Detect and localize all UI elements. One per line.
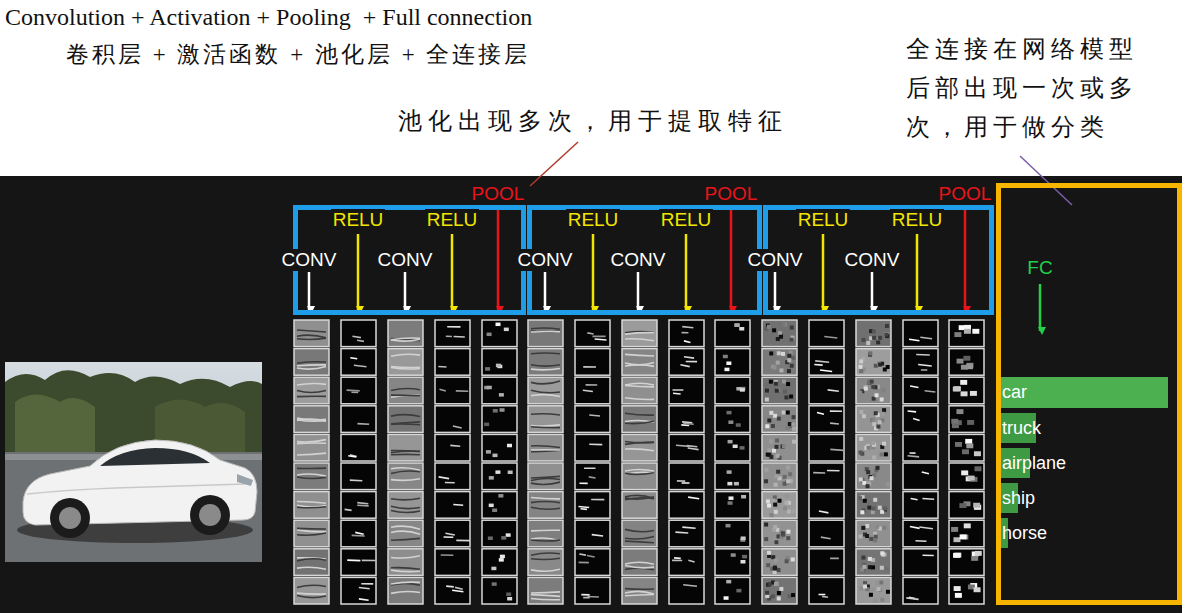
conv-relu-block: CONVRELUCONVRELU: [763, 205, 994, 315]
layer-label: CONV: [376, 249, 435, 271]
pool-label: POOL: [703, 183, 760, 205]
pool-label: POOL: [470, 183, 527, 205]
score-bars: [1000, 377, 1168, 548]
class-label: horse: [1002, 522, 1047, 544]
layer-label: CONV: [843, 249, 902, 271]
conv-relu-block: CONVRELUCONVRELU: [527, 205, 762, 315]
layer-label: CONV: [609, 249, 668, 271]
layer-label: RELU: [425, 209, 480, 231]
diagram-title: Convolution + Activation + Pooling + Ful…: [5, 3, 532, 31]
layer-label: RELU: [796, 209, 851, 231]
layer-label: CONV: [280, 249, 339, 271]
dark-panel: [0, 176, 1182, 613]
fc-block: FC car truck airplane ship horse: [996, 183, 1182, 605]
leader-line: [1020, 156, 1072, 205]
subtitle-cn: 卷积层 + 激活函数 + 池化层 + 全连接层: [66, 40, 530, 69]
layer-label: RELU: [890, 209, 945, 231]
class-label: car: [1002, 381, 1027, 403]
layer-label: FC: [1025, 257, 1054, 279]
leader-line: [530, 142, 578, 186]
layer-label: CONV: [516, 249, 575, 271]
layer-label: CONV: [746, 249, 805, 271]
pool-label: POOL: [937, 183, 994, 205]
class-label: airplane: [1002, 452, 1066, 474]
layer-label: RELU: [659, 209, 714, 231]
conv-relu-block: CONVRELUCONVRELU: [293, 205, 526, 315]
callout-note: 全连接在网络模型后部出现一次或多次，用于做分类: [906, 30, 1158, 147]
class-label: ship: [1002, 487, 1035, 509]
feature-maps: [294, 320, 984, 604]
layer-label: RELU: [331, 209, 386, 231]
layer-label: RELU: [566, 209, 621, 231]
callout-note: 池化出现多次，用于提取特征: [398, 106, 788, 136]
class-label: truck: [1002, 417, 1041, 439]
car-photo: [5, 362, 262, 562]
